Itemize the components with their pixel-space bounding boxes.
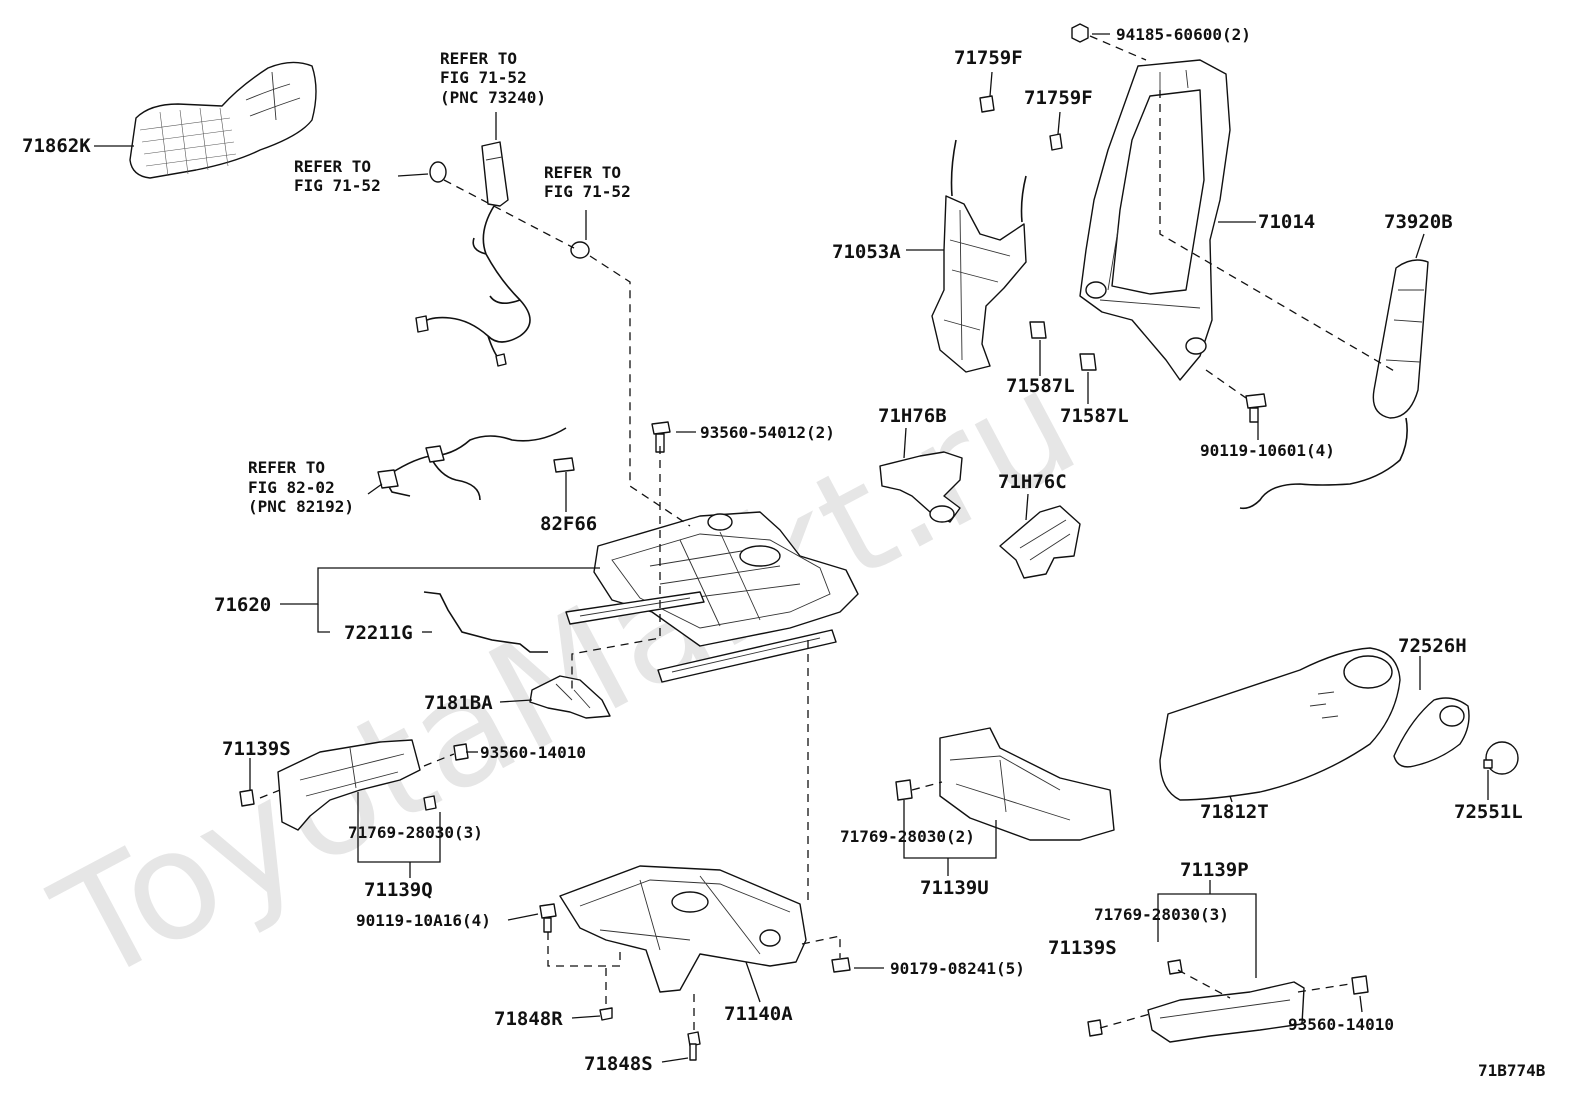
label-71620: 71620 <box>214 594 271 616</box>
label-94185-60600: 94185-60600(2) <box>1116 25 1251 44</box>
label-90119-10A16: 90119-10A16(4) <box>356 911 491 930</box>
label-71053A: 71053A <box>832 241 901 263</box>
label-93560-14010-left: 93560-14010 <box>480 743 586 762</box>
label-93560-14010-right: 93560-14010 <box>1288 1015 1394 1034</box>
label-90119-10601: 90119-10601(4) <box>1200 441 1335 460</box>
label-90179-08241: 90179-08241(5) <box>890 959 1025 978</box>
bolt-93560-54012-drawing <box>651 421 671 453</box>
label-71769-28030-3-left: 71769-28030(3) <box>348 823 483 842</box>
label-refer-fig-82-02-line3: (PNC 82192) <box>248 497 354 516</box>
label-refer-fig-71-52-pnc73240-line1: REFER TO <box>440 49 517 68</box>
part-71812T-drawing <box>1159 647 1401 801</box>
label-93560-54012: 93560-54012(2) <box>700 423 835 442</box>
label-refer-fig-71-52-a-line1: REFER TO <box>294 157 371 176</box>
label-71587L-a: 71587L <box>1006 375 1075 397</box>
label-71140A: 71140A <box>724 1003 793 1025</box>
bolt-90119-10601-drawing <box>1245 393 1267 423</box>
part-72526H-knob-drawing <box>1393 697 1470 768</box>
label-refer-fig-71-52-a-line2: FIG 71-52 <box>294 176 381 195</box>
label-71769-28030-3-right: 71769-28030(3) <box>1094 905 1229 924</box>
label-refer-fig-71-52-b-line2: FIG 71-52 <box>544 182 631 201</box>
label-73920B: 73920B <box>1384 211 1453 233</box>
dashed-assembly-lines <box>259 35 1397 1032</box>
part-73920B-airbag-drawing <box>1239 259 1429 510</box>
part-71H76B-drawing <box>879 451 963 523</box>
part-72211G-rod-drawing <box>423 591 548 653</box>
part-71014-seatback-frame-drawing <box>1079 59 1231 381</box>
clip-71587L-drawing <box>1029 321 1097 371</box>
part-71H76C-drawing <box>999 505 1081 579</box>
label-72551L: 72551L <box>1454 801 1523 823</box>
label-refer-fig-82-02-line1: REFER TO <box>248 458 325 477</box>
clip-71759F-drawing <box>979 95 1063 151</box>
nut-94185-60600-drawing <box>1071 23 1089 43</box>
label-refer-fig-71-52-b-line1: REFER TO <box>544 163 621 182</box>
label-71848R: 71848R <box>494 1008 563 1030</box>
label-71862K: 71862K <box>22 135 91 157</box>
label-refer-fig-71-52-pnc73240-line2: FIG 71-52 <box>440 68 527 87</box>
label-71139U: 71139U <box>920 877 989 899</box>
seat-belt-buckle-drawing <box>415 141 590 367</box>
label-71812T: 71812T <box>1200 801 1269 823</box>
part-72551L-cap-drawing <box>1483 741 1519 775</box>
label-7181BA: 7181BA <box>424 692 493 714</box>
part-71139P-drawing <box>1087 959 1369 1043</box>
part-71140A-drawing <box>539 865 851 1061</box>
label-71139S-left: 71139S <box>222 738 291 760</box>
label-71139S-right: 71139S <box>1048 937 1117 959</box>
part-71862K-drawing <box>129 61 317 179</box>
part-7181BA-drawing <box>529 675 611 719</box>
harness-82192-drawing <box>377 427 575 501</box>
label-82F66: 82F66 <box>540 513 597 535</box>
label-71848S: 71848S <box>584 1053 653 1075</box>
label-71014: 71014 <box>1258 211 1315 233</box>
label-71759F-a: 71759F <box>954 47 1023 69</box>
part-71139U-drawing <box>895 727 1115 841</box>
label-71769-28030-2: 71769-28030(2) <box>840 827 975 846</box>
label-71587L-b: 71587L <box>1060 405 1129 427</box>
label-71139P: 71139P <box>1180 859 1249 881</box>
label-refer-fig-71-52-pnc73240-line3: (PNC 73240) <box>440 88 546 107</box>
label-refer-fig-82-02-line2: FIG 82-02 <box>248 478 335 497</box>
label-72211G: 72211G <box>344 622 413 644</box>
label-71H76B: 71H76B <box>878 405 947 427</box>
label-71139Q: 71139Q <box>364 879 433 901</box>
leader-lines <box>94 33 1489 1063</box>
part-71053A-drawing <box>931 139 1027 373</box>
label-71H76C: 71H76C <box>998 471 1067 493</box>
part-labels: 71862K REFER TO FIG 71-52 (PNC 73240) RE… <box>22 25 1546 1080</box>
label-72526H: 72526H <box>1398 635 1467 657</box>
label-71759F-b: 71759F <box>1024 87 1093 109</box>
diagram-code: 71B774B <box>1478 1061 1546 1080</box>
part-71139Q-drawing <box>239 739 469 831</box>
